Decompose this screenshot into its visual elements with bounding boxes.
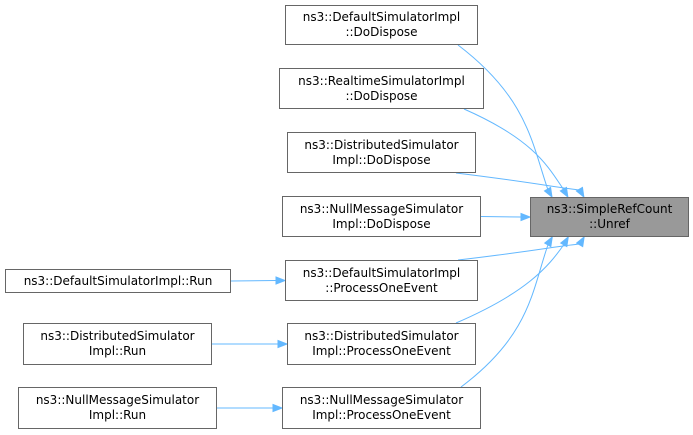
node-label-line1: ns3::SimpleRefCount (546, 202, 673, 216)
node-label-line1: ns3::DefaultSimulatorImpl::Run (23, 273, 213, 288)
node-distributedsimulatorimpl-run[interactable]: ns3::DistributedSimulator Impl::Run (23, 323, 212, 365)
node-defaultsimulatorimpl-dodispose[interactable]: ns3::DefaultSimulatorImpl ::DoDispose (285, 5, 478, 45)
node-simplerefcount-unref: ns3::SimpleRefCount ::Unref (530, 197, 689, 237)
arrowhead (559, 235, 569, 248)
edge-distributed_processoneevent-to-unref (455, 243, 565, 324)
node-label-line2: ::Unref (589, 217, 630, 231)
edge-default_processoneevent-to-unref (457, 243, 581, 261)
arrowhead (559, 186, 569, 199)
node-label-line1: ns3::DistributedSimulator (304, 137, 459, 152)
node-label-line1: ns3::NullMessageSimulator (299, 201, 464, 216)
node-label-line1: ns3::DistributedSimulator (304, 329, 459, 343)
node-realtimesimulatorimpl-dodispose[interactable]: ns3::RealtimeSimulatorImpl ::DoDispose (279, 68, 484, 109)
node-label-line1: ns3::DefaultSimulatorImpl (302, 10, 461, 24)
arrowhead (272, 403, 284, 413)
node-defaultsimulatorimpl-run[interactable]: ns3::DefaultSimulatorImpl::Run (5, 269, 231, 293)
node-label-line1: ns3::DistributedSimulator (40, 329, 195, 343)
node-distributedsimulatorimpl-dodispose[interactable]: ns3::DistributedSimulator Impl::DoDispos… (287, 132, 476, 173)
arrowhead (520, 212, 532, 222)
node-label-line2: Impl::ProcessOneEvent (312, 408, 451, 422)
arrowhead (543, 186, 553, 199)
node-label-line1: ns3::DefaultSimulatorImpl (302, 265, 461, 280)
edge-realtime_dodispose-to-unref (463, 108, 565, 191)
node-label-line2: Impl::ProcessOneEvent (312, 344, 451, 358)
arrowhead (575, 235, 585, 248)
node-label-line1: ns3::NullMessageSimulator (35, 393, 200, 407)
edge-default_dodispose-to-unref (457, 44, 549, 191)
node-label-line2: Impl::DoDispose (332, 152, 431, 167)
node-label-line2: Impl::Run (88, 408, 147, 422)
node-label-line2: ::DoDispose (345, 88, 418, 103)
node-nullmessagesimulatorimpl-run[interactable]: ns3::NullMessageSimulator Impl::Run (18, 387, 217, 429)
node-label-line2: ::ProcessOneEvent (325, 280, 438, 295)
node-nullmessagesimulatorimpl-processoneevent[interactable]: ns3::NullMessageSimulator Impl::ProcessO… (282, 387, 481, 429)
node-defaultsimulatorimpl-processoneevent[interactable]: ns3::DefaultSimulatorImpl ::ProcessOneEv… (285, 260, 478, 301)
arrowhead (575, 186, 585, 199)
arrowhead (277, 339, 289, 349)
edge-nullmsg_processoneevent-to-unref (460, 243, 549, 388)
edge-nullmsg_dodispose-to-unref (480, 216, 522, 218)
node-distributedsimulatorimpl-processoneevent[interactable]: ns3::DistributedSimulator Impl::ProcessO… (287, 323, 476, 365)
node-label-line2: Impl::Run (88, 344, 147, 358)
node-label-line1: ns3::RealtimeSimulatorImpl (298, 73, 465, 88)
edge-distributed_dodispose-to-unref (455, 172, 580, 191)
edge-default_run-to-default_processoneevent (230, 280, 277, 282)
node-nullmessagesimulatorimpl-dodispose[interactable]: ns3::NullMessageSimulator Impl::DoDispos… (282, 196, 481, 237)
arrowhead (275, 276, 287, 285)
arrowhead (543, 235, 553, 248)
node-label-line2: Impl::DoDispose (332, 216, 431, 231)
node-label-line2: ::DoDispose (345, 25, 418, 39)
node-label-line1: ns3::NullMessageSimulator (299, 393, 464, 407)
